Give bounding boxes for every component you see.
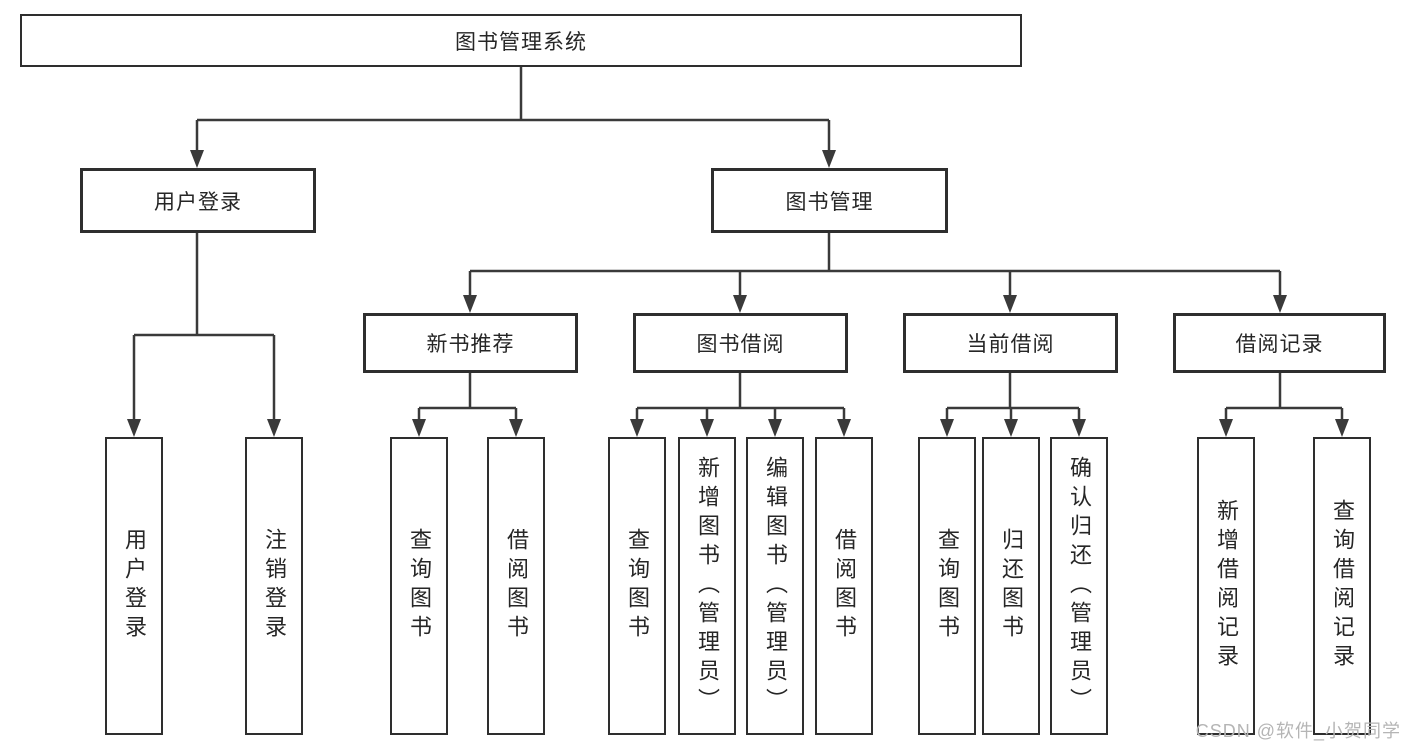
node-label: 当前借阅 (966, 333, 1055, 356)
leaf-return-book: 归还图书 (982, 437, 1040, 735)
leaf-edit-book-admin: 编辑图书（管理员） (746, 437, 804, 735)
leaf-confirm-return-admin: 确认归还（管理员） (1050, 437, 1108, 735)
node-label: 借阅记录 (1235, 333, 1324, 356)
node-label: 编辑图书（管理员） (763, 455, 788, 717)
node-label: 借阅图书 (832, 528, 857, 644)
leaf-query-borrow-record: 查询借阅记录 (1313, 437, 1371, 735)
node-label: 借阅图书 (504, 528, 529, 644)
node-label: 注销登录 (262, 528, 287, 644)
node-label: 图书管理系统 (455, 30, 587, 54)
node-borrow-records: 借阅记录 (1173, 313, 1386, 373)
node-label: 用户登录 (122, 528, 147, 644)
connector-wire-path (132, 67, 1344, 427)
node-book-borrow: 图书借阅 (633, 313, 848, 373)
leaf-logout: 注销登录 (245, 437, 303, 735)
leaf-query-books-2: 查询图书 (608, 437, 666, 735)
node-label: 新书推荐 (426, 333, 515, 356)
leaf-query-books-1: 查询图书 (390, 437, 448, 735)
node-book-management: 图书管理 (711, 168, 948, 233)
node-label: 确认归还（管理员） (1067, 455, 1092, 717)
watermark: CSDN @软件_小贺同学 (1195, 721, 1401, 741)
leaf-user-login: 用户登录 (105, 437, 163, 735)
leaf-query-books-3: 查询图书 (918, 437, 976, 735)
leaf-borrow-books-1: 借阅图书 (487, 437, 545, 735)
leaf-borrow-books-2: 借阅图书 (815, 437, 873, 735)
node-new-book-recommend: 新书推荐 (363, 313, 578, 373)
node-label: 图书借阅 (696, 333, 785, 356)
node-label: 归还图书 (999, 528, 1024, 644)
node-label: 查询图书 (407, 528, 432, 644)
node-label: 用户登录 (154, 190, 242, 214)
node-label: 查询借阅记录 (1330, 499, 1355, 673)
node-current-borrow: 当前借阅 (903, 313, 1118, 373)
node-label: 图书管理 (785, 190, 874, 214)
node-root: 图书管理系统 (20, 14, 1022, 67)
node-label: 新增图书（管理员） (695, 455, 720, 717)
leaf-add-book-admin: 新增图书（管理员） (678, 437, 736, 735)
node-label: 新增借阅记录 (1214, 499, 1239, 673)
node-label: 查询图书 (625, 528, 650, 644)
node-label: 查询图书 (935, 528, 960, 644)
node-user-login: 用户登录 (80, 168, 316, 233)
leaf-add-borrow-record: 新增借阅记录 (1197, 437, 1255, 735)
